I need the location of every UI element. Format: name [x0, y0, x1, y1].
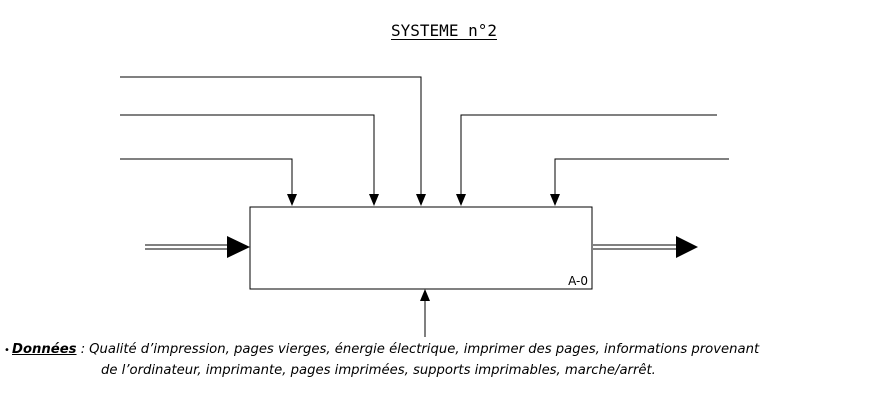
- notes-text-line-1: Qualité d’impression, pages vierges, éne…: [89, 342, 760, 357]
- box-node-label: A-0: [568, 274, 588, 288]
- control-arrow-3: [120, 158, 297, 206]
- output-arrow: [593, 236, 698, 258]
- control-arrow-1: [120, 76, 426, 206]
- notes-label: Données: [12, 342, 77, 357]
- function-box: [249, 206, 593, 290]
- notes-colon: :: [76, 342, 86, 357]
- control-arrow-4: [456, 114, 717, 206]
- control-arrow-5: [550, 158, 729, 206]
- diagram-title: SYSTEME n°2: [0, 21, 888, 40]
- data-notes: •Données :Qualité d’impression, pages vi…: [4, 340, 888, 381]
- notes-line-1: •Données :Qualité d’impression, pages vi…: [4, 340, 888, 361]
- mechanism-arrow: [420, 289, 430, 337]
- input-arrow: [145, 236, 250, 258]
- notes-text-line-2: de l’ordinateur, imprimante, pages impri…: [101, 363, 656, 378]
- diagram-title-text: SYSTEME n°2: [391, 21, 497, 40]
- control-arrow-2: [120, 114, 379, 206]
- bullet-icon: •: [4, 345, 10, 356]
- notes-line-2: de l’ordinateur, imprimante, pages impri…: [4, 361, 888, 381]
